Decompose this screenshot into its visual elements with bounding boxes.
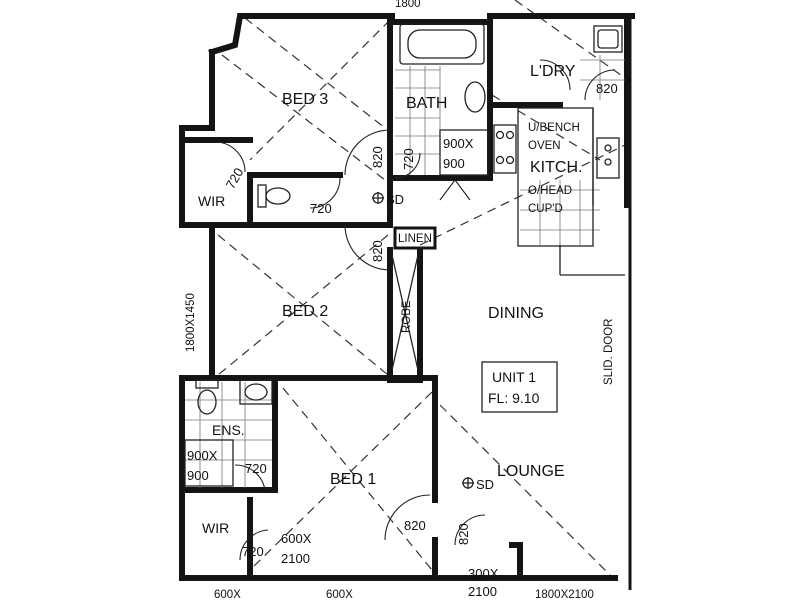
- label-robe: ROBE: [401, 300, 413, 333]
- dim-2100-b: 2100: [468, 584, 497, 599]
- dim-820-bed1: 820: [404, 518, 426, 533]
- unit-label-box: [481, 361, 558, 413]
- ens-toilet: [195, 379, 219, 415]
- dim-900-bath: 900: [443, 156, 465, 171]
- robe-cross: [391, 254, 419, 371]
- label-ubench: U/BENCH: [528, 122, 580, 134]
- room-label-bed3: BED 3: [282, 91, 328, 108]
- door-swings: [214, 59, 616, 561]
- dim-1800x1450: 1800X1450: [185, 293, 197, 352]
- room-label-wir-top: WIR: [198, 193, 225, 209]
- label-oven: OVEN: [528, 140, 561, 152]
- dim-2100: 2100: [281, 551, 310, 566]
- dim-720-wir2: 720: [242, 544, 264, 559]
- unit-number: UNIT 1: [492, 369, 536, 385]
- bathtub: [399, 23, 485, 65]
- label-slid-door: SLID. DOOR: [603, 319, 615, 385]
- dim-900x-ens: 900X: [187, 448, 218, 463]
- dim-300x: 300X: [468, 566, 499, 581]
- label-linen: LINEN: [398, 233, 432, 245]
- bath-tiles: [395, 66, 489, 176]
- label-sd-top: SD: [386, 192, 404, 207]
- room-label-ldry: L'DRY: [530, 63, 576, 80]
- dim-1800x2100-b: 1800X2100: [535, 589, 594, 600]
- room-label-dining: DINING: [488, 305, 544, 322]
- wc-toilet: [257, 184, 291, 208]
- dim-820-lounge: 820: [456, 523, 471, 545]
- dim-720-ens: 720: [245, 461, 267, 476]
- room-label-bed1: BED 1: [330, 471, 376, 488]
- ens-basin: [239, 379, 273, 405]
- kitchen-sink: [596, 137, 620, 179]
- dim-820-bed3: 820: [370, 146, 385, 168]
- dim-600x-b2: 600X: [326, 589, 353, 600]
- cooktop: [493, 124, 517, 174]
- smoke-detector-icon: [462, 477, 474, 489]
- room-label-wir-bottom: WIR: [202, 520, 229, 536]
- smoke-detector-icon: [372, 192, 384, 204]
- dim-600x: 600X: [281, 531, 312, 546]
- unit-floor-level: FL: 9.10: [488, 390, 540, 406]
- room-label-kitch: KITCH.: [530, 159, 582, 176]
- label-cupd: CUP'D: [528, 203, 563, 215]
- dim-820-ldry: 820: [596, 81, 618, 96]
- bath-basin: [464, 81, 486, 113]
- ldry-sink: [593, 25, 623, 53]
- label-sd-bottom: SD: [476, 477, 494, 492]
- walls: [179, 13, 635, 590]
- dim-600x-b1: 600X: [214, 589, 241, 600]
- room-label-bed2: BED 2: [282, 303, 328, 320]
- laundry-tiles: [580, 55, 625, 100]
- label-ohead: O/HEAD: [528, 185, 572, 197]
- room-label-ens: ENS.: [212, 422, 245, 438]
- dim-720-wc: 720: [310, 201, 332, 216]
- kitchen-tiles: [517, 107, 625, 276]
- dim-900x-bath: 900X: [443, 136, 474, 151]
- ens-tiles: [184, 382, 272, 488]
- room-label-bath: BATH: [406, 95, 447, 112]
- dim-1800-top: 1800: [395, 0, 421, 10]
- dim-720-bath: 720: [401, 148, 416, 170]
- dim-900-ens: 900: [187, 468, 209, 483]
- dim-720-wir: 720: [223, 165, 247, 191]
- room-label-lounge: LOUNGE: [497, 463, 565, 480]
- dim-820-bed2: 820: [370, 240, 385, 262]
